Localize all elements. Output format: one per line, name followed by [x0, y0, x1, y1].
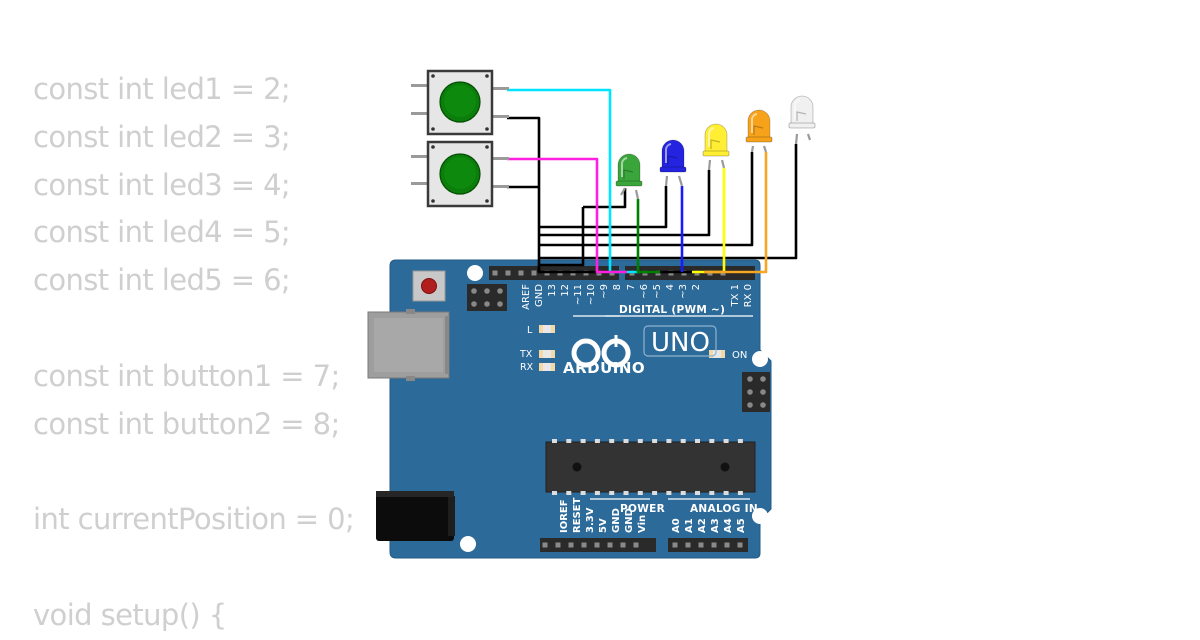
svg-text:L: L [527, 325, 533, 336]
pin-label: RX 0 [743, 284, 754, 307]
code-line: const int led2 = 3; [33, 119, 291, 154]
code-editor-background: const int led1 = 2; const int led2 = 3; co… [33, 66, 355, 640]
code-line: int currentPosition = 0; [33, 502, 355, 537]
pin-label: ~6 [639, 284, 650, 299]
code-line: const int led3 = 4; [33, 167, 291, 202]
pin-label: GND [624, 508, 635, 533]
led-blue[interactable] [659, 139, 687, 187]
wire-magenta[interactable] [507, 157, 627, 274]
pin-label: 7 [626, 284, 637, 290]
code-line: void setup() { [33, 597, 227, 632]
mounting-hole [467, 265, 483, 281]
pin-label: IOREF [559, 499, 570, 533]
pin-label: 13 [547, 284, 558, 297]
mounting-hole [460, 536, 476, 552]
wires [507, 88, 798, 274]
led-orange[interactable] [745, 109, 773, 153]
wire-black[interactable] [539, 152, 754, 247]
code-line: const int led4 = 5; [33, 215, 291, 250]
pin-label: Vin [637, 515, 648, 533]
status-led-on: ON [709, 350, 747, 361]
analog-header [668, 538, 748, 552]
mounting-hole [752, 351, 768, 367]
pin-label: A1 [684, 518, 695, 533]
power-jack [376, 491, 454, 541]
wire-orange[interactable] [704, 152, 768, 274]
pin-label: ~10 [586, 284, 597, 305]
pin-label: A5 [736, 518, 747, 533]
power-header-label: POWER [620, 503, 665, 515]
pushbutton-2[interactable] [411, 140, 509, 208]
pin-label: 5V [598, 518, 609, 533]
wire-black[interactable] [539, 170, 711, 237]
led-yellow[interactable] [702, 123, 730, 171]
pin-label: GND [534, 284, 545, 307]
code-line: const int button1 = 7; [33, 358, 340, 393]
pin-label: ~11 [573, 284, 584, 305]
wire-black[interactable] [539, 144, 798, 260]
icsp-header [467, 284, 507, 311]
pushbutton-1[interactable] [411, 69, 509, 136]
digital-header-label: DIGITAL (PWM ~) [619, 304, 725, 316]
analog-header-label: ANALOG IN [690, 503, 758, 515]
pin-label: 2 [691, 284, 702, 290]
atmega-chip [545, 439, 756, 495]
pin-label: RESET [572, 497, 583, 533]
svg-text:RX: RX [520, 362, 534, 373]
led-green[interactable] [615, 153, 643, 200]
pin-label: 3.3V [585, 507, 596, 533]
wire-black[interactable] [539, 186, 668, 229]
pin-label: A3 [710, 518, 721, 533]
pin-label: 8 [612, 284, 623, 290]
code-line: const int button2 = 8; [33, 406, 340, 441]
svg-text:ON: ON [732, 350, 747, 361]
code-line: const int led5 = 6; [33, 263, 291, 298]
leds [615, 95, 816, 200]
wire-green[interactable] [636, 199, 660, 274]
svg-text:TX: TX [519, 349, 533, 360]
pin-label: 4 [665, 284, 676, 290]
status-led-tx: TX [519, 349, 555, 360]
pin-label: ~3 [678, 284, 689, 299]
code-line: const int led1 = 2; [33, 72, 291, 106]
mounting-hole [752, 508, 768, 524]
pin-label: AREF [521, 284, 532, 310]
pin-label: TX 1 [730, 284, 741, 308]
pin-label: A2 [697, 518, 708, 533]
status-led-l: L [527, 325, 555, 336]
arduino-logo [571, 335, 631, 368]
status-led-rx: RX [520, 362, 555, 373]
pin-label: 12 [560, 284, 571, 297]
model-badge [643, 325, 717, 357]
model-label: UNO [651, 328, 710, 358]
brand-label: ARDUINO [563, 359, 645, 377]
wire-black[interactable] [583, 188, 627, 209]
pin-label: A4 [723, 518, 734, 533]
led-white[interactable] [788, 95, 816, 145]
pin-label: A0 [671, 518, 682, 533]
icsp2-header [742, 372, 770, 412]
pin-label: GND [611, 508, 622, 533]
pin-label: ~9 [599, 284, 610, 299]
pin-label: ~5 [652, 284, 663, 299]
